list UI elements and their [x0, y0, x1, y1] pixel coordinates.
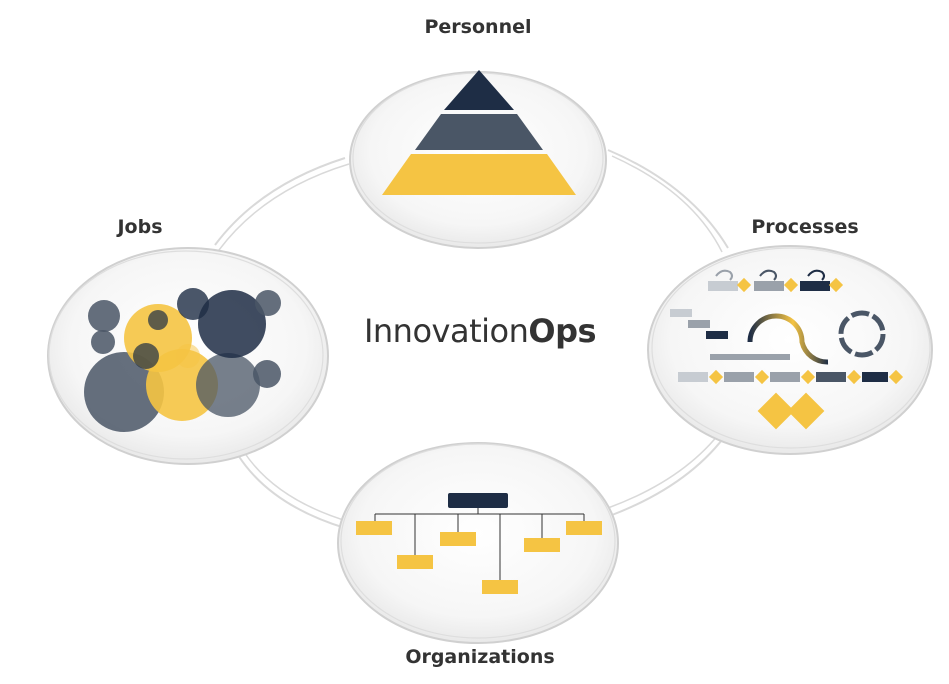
title-regular: Innovation [363, 312, 529, 350]
pyramid-icon [382, 70, 576, 195]
organizations-label: Organizations [405, 646, 555, 668]
node-personnel [349, 70, 607, 249]
node-processes [647, 245, 933, 455]
process-flow-icon [670, 269, 904, 430]
connector-ring [214, 149, 729, 529]
center-title: InnovationOps [300, 312, 660, 350]
org-chart-icon [356, 493, 602, 594]
node-jobs [47, 247, 329, 465]
node-organizations [337, 442, 619, 644]
venn-bubbles-icon [84, 288, 281, 432]
jobs-label: Jobs [117, 216, 163, 238]
organizations-bubble [337, 442, 619, 644]
processes-bubble [647, 245, 933, 455]
title-bold: Ops [528, 312, 597, 350]
processes-label: Processes [751, 216, 859, 238]
personnel-label: Personnel [424, 16, 532, 38]
